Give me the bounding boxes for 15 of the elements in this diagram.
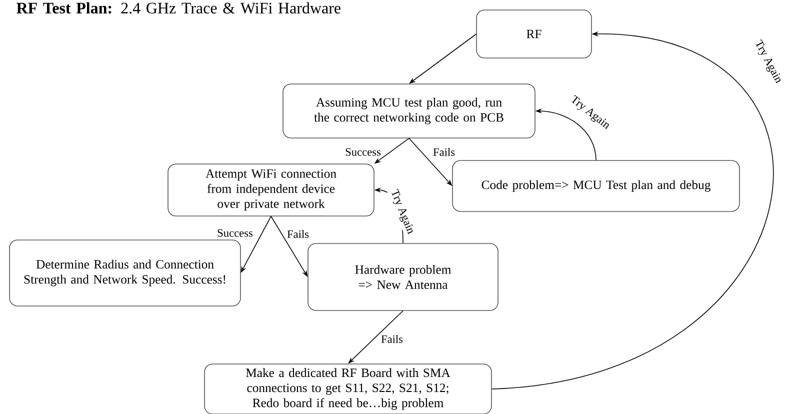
edge-label: Success: [344, 146, 382, 158]
edge-label: Try Again: [750, 37, 786, 87]
process-box: Hardware problem => New Antenna: [308, 243, 498, 311]
edge-label: Fails: [286, 228, 310, 240]
edge-label: Try Again: [386, 186, 418, 238]
process-box: Attempt WiFi connection from independent device over private network: [168, 164, 374, 216]
title: RF Test Plan: 2.4 GHz Trace & WiFi Hardware: [16, 2, 340, 14]
process-box: Determine Radius and Connection Strength and Network Speed. Success!: [9, 240, 241, 306]
process-box: Assuming MCU test plan good, run the correct networking code on PCB: [282, 84, 536, 138]
process-box: Code problem=> MCU Test plan and debug: [452, 160, 740, 212]
edge-label: Fails: [380, 334, 404, 344]
edge-label: Success: [216, 228, 254, 238]
edge-label: Fails: [432, 146, 456, 158]
start-box: RF: [476, 10, 592, 58]
process-box: Make a dedicated RF Board with SMA connections to get S11, S22, S21, S12; Redo board if need be…big problem: [204, 364, 492, 414]
